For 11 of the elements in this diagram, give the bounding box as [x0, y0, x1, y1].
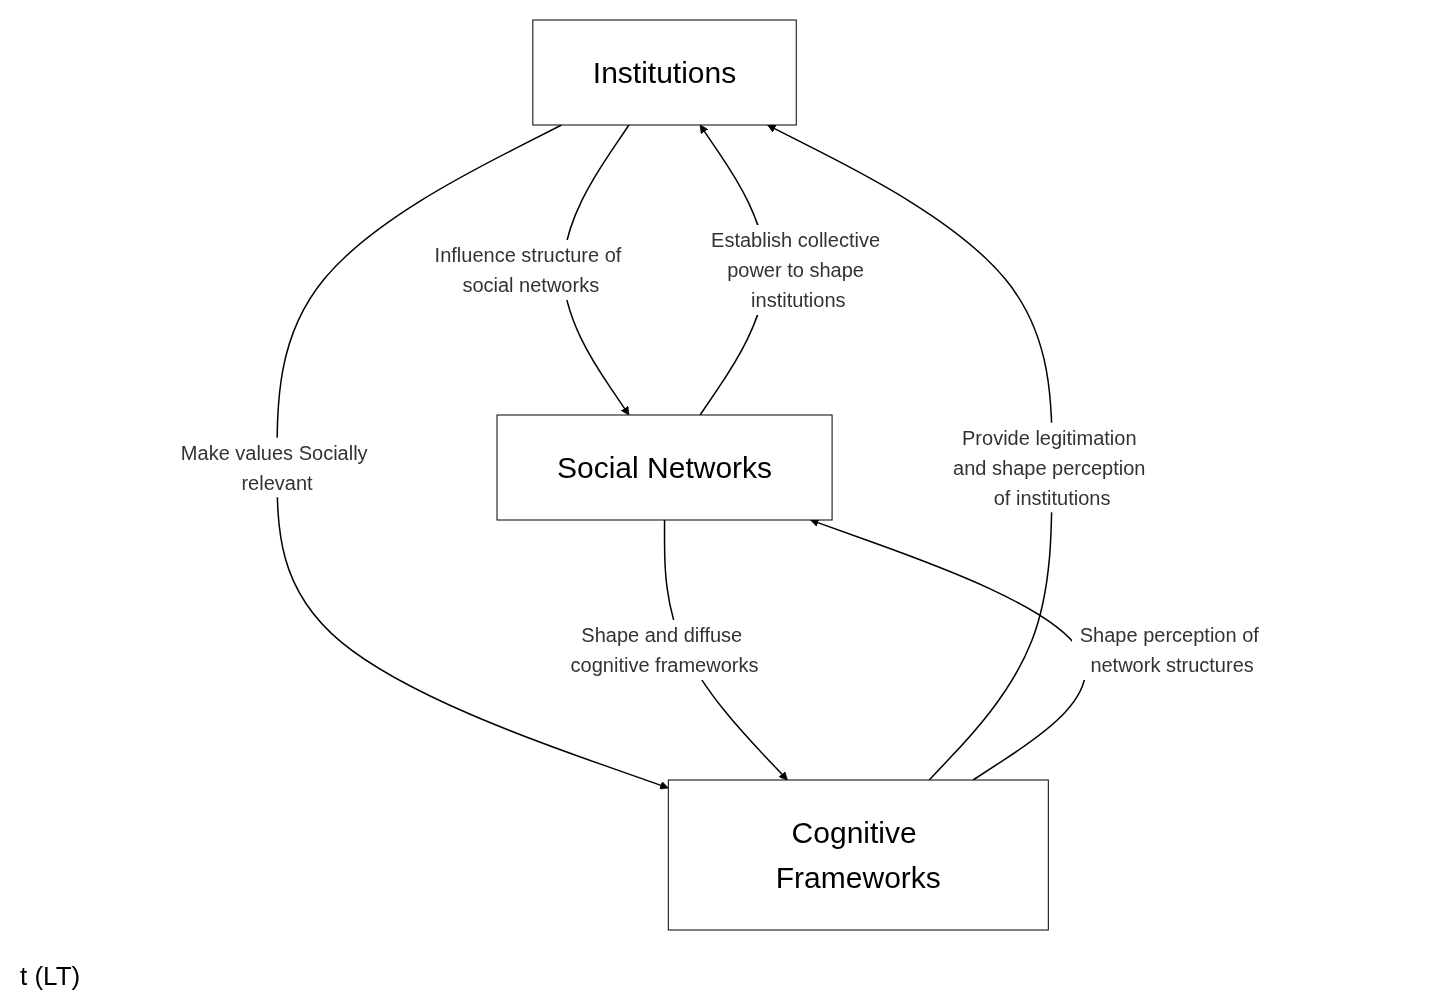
edge-label: Influence structure of social networks: [435, 244, 622, 296]
node-box: Institutions: [532, 19, 798, 126]
edge-label: Shape perception of network structures: [1080, 624, 1260, 676]
note-text: t (LT): [20, 961, 81, 992]
edge-label: Provide legitimation and shape perception of institutions: [953, 426, 1146, 509]
edge-label: Make values Socially relevant: [181, 441, 369, 494]
arrow: [767, 124, 1054, 781]
edge-label: Shape and diffuse cognitive frameworks: [571, 624, 759, 676]
edge-label: Establish collective power to shape institutions: [711, 229, 881, 311]
node-box: Social Networks: [496, 414, 834, 521]
node-box: Cognitive Frameworks: [668, 779, 1050, 931]
